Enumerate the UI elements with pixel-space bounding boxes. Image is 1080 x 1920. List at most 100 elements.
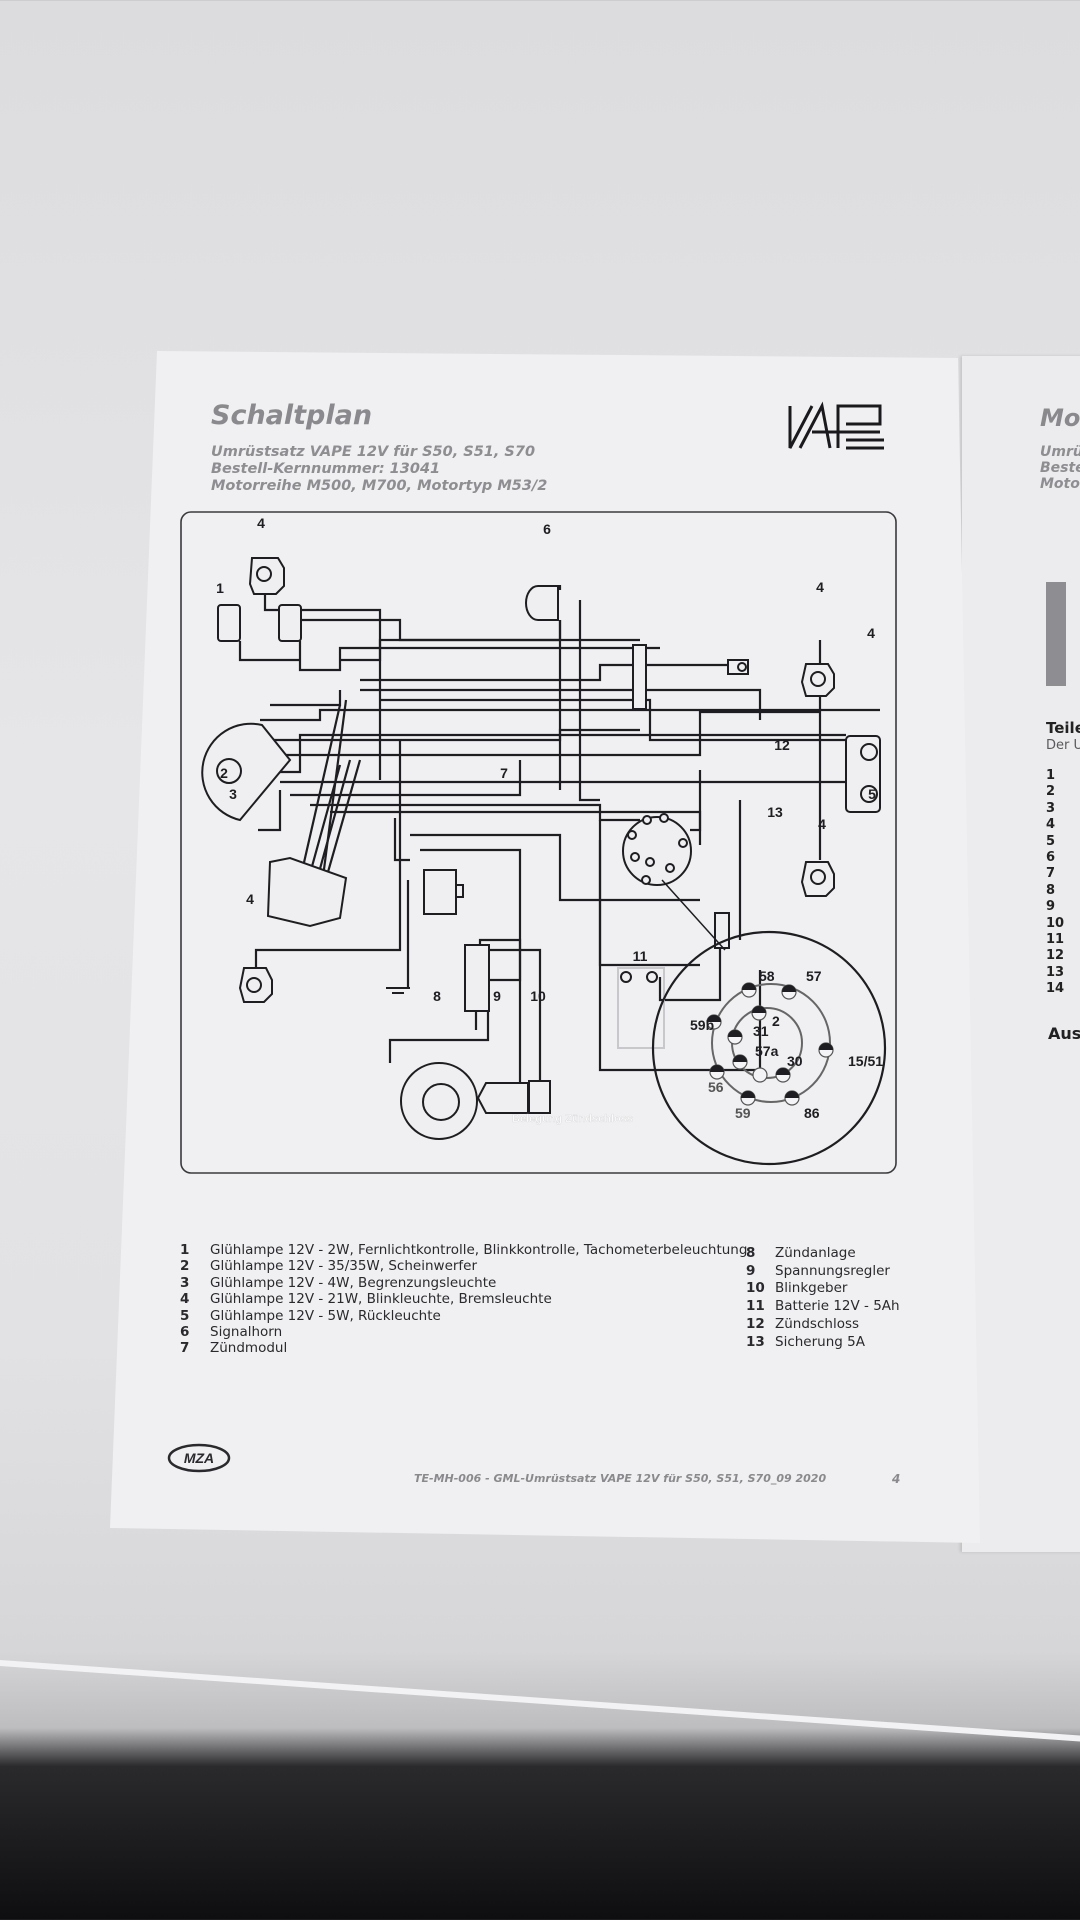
wire	[360, 663, 735, 682]
adjacent-list-number: 5	[1046, 833, 1056, 849]
wire	[298, 704, 342, 881]
component-number-label: 4	[818, 816, 826, 832]
legend-item-text: Blinkgeber	[775, 1280, 848, 1297]
stator-icon	[400, 1062, 478, 1140]
adjacent-title: Mo	[1040, 404, 1080, 432]
subtitle-engine: Motorreihe M500, M700, Motortyp M53/2	[211, 478, 548, 494]
adjacent-section2-title: Aus	[1048, 1024, 1080, 1043]
legend-item-text: Zündmodul	[210, 1340, 288, 1357]
wire-harness	[238, 585, 880, 1083]
legend-item-text: Zündschloss	[775, 1315, 860, 1332]
connector-block-top-icon	[632, 644, 647, 710]
component-number-label: 4	[867, 625, 875, 641]
terminal-pin-fill	[707, 1015, 721, 1022]
adjacent-sub-1: Umrü	[1040, 444, 1080, 460]
mza-logo: MZA	[167, 1443, 231, 1473]
indicator-lamp-front-left-icon	[248, 557, 285, 595]
adjacent-section-title: Teile	[1046, 719, 1080, 737]
terminal-pin-fill	[741, 1091, 755, 1098]
ignition-switch-icon	[622, 813, 692, 886]
legend-number: 2	[180, 1258, 190, 1275]
wire	[300, 618, 640, 642]
legend-number: 3	[180, 1274, 190, 1291]
component-number-label: 2	[220, 765, 228, 781]
wire	[690, 770, 702, 832]
terminal-label: 59	[735, 1105, 751, 1121]
component-number-label: 3	[229, 786, 237, 802]
component-number-label: 10	[530, 988, 546, 1004]
wire	[420, 848, 522, 982]
wire	[578, 600, 600, 802]
wire	[260, 708, 880, 722]
terminal-label: 59b	[690, 1017, 714, 1033]
wire	[280, 770, 852, 784]
footer-text: TE-MH-006 - GML-Umrüstsatz VAPE 12V für …	[414, 1472, 827, 1485]
diagram-frame	[180, 511, 897, 1174]
terminal-label: 86	[804, 1105, 820, 1121]
wire	[598, 840, 700, 967]
adjacent-page: Mo Umrü Beste Moto Teile Der U 123456789…	[962, 356, 1080, 1552]
legend-number: 4	[180, 1291, 190, 1308]
wire	[490, 948, 542, 1081]
fuse-icon	[714, 912, 730, 949]
terminal-pin-fill	[819, 1043, 833, 1050]
terminal-pin-fill	[776, 1068, 790, 1075]
component-number-label: 5	[868, 786, 876, 802]
adjacent-sub-2: Beste	[1040, 460, 1080, 476]
adjacent-list-number: 14	[1046, 981, 1065, 997]
component-number-label: 8	[433, 988, 441, 1004]
wire	[298, 641, 660, 672]
page-number: 4	[892, 1472, 901, 1486]
component-number-label: 4	[257, 515, 265, 531]
mza-logo-text: MZA	[184, 1450, 214, 1466]
legend-item-text: Glühlampe 12V - 4W, Begrenzungsleuchte	[210, 1274, 497, 1291]
ignition-pinout-caption: Belegung Zündschloss	[512, 1113, 633, 1125]
wire	[258, 790, 282, 832]
terminal-pin-fill	[752, 1006, 766, 1013]
indicator-lamp-rear-right-icon	[800, 861, 835, 897]
component-number-label: 1	[216, 580, 224, 596]
terminal-label: 58	[759, 968, 775, 984]
terminal-label: 30	[787, 1053, 803, 1069]
voltage-regulator-icon	[476, 1082, 529, 1114]
legend-number: 9	[746, 1262, 756, 1279]
legend-number: 10	[746, 1280, 765, 1297]
terminal-label: 56	[708, 1079, 724, 1095]
legend-item-text: Spannungsregler	[775, 1262, 890, 1279]
wire	[263, 594, 382, 780]
component-number-label: 4	[816, 579, 824, 595]
adjacent-list-number: 4	[1046, 817, 1056, 833]
adjacent-list-number: 12	[1046, 948, 1065, 964]
wire	[393, 818, 410, 862]
legend-number: 5	[180, 1307, 190, 1324]
adjacent-list-number: 6	[1046, 850, 1056, 865]
legend-item-text: Glühlampe 12V - 5W, Rückleuchte	[210, 1307, 441, 1324]
adjacent-list-number: 11	[1046, 932, 1065, 947]
wire	[410, 833, 700, 902]
wire	[340, 620, 562, 662]
terminal-label: 2	[772, 1013, 780, 1029]
adjacent-list-number: 10	[1046, 915, 1065, 931]
legend-number: 1	[180, 1242, 190, 1258]
headlight-icon	[201, 722, 292, 822]
component-number-label: 7	[500, 765, 508, 781]
legend-number: 12	[746, 1315, 765, 1332]
legend-item-text: Glühlampe 12V - 35/35W, Scheinwerfer	[210, 1258, 478, 1275]
legend-number: 8	[746, 1245, 756, 1261]
battery-icon	[617, 967, 665, 1049]
wire	[658, 948, 722, 1002]
component-number-label: 6	[543, 521, 551, 537]
wire	[318, 699, 348, 901]
adjacent-list-number: 2	[1046, 784, 1056, 800]
terminal-pin-fill	[742, 983, 756, 990]
legend-number: 13	[746, 1333, 765, 1350]
terminal-label: 57	[806, 968, 822, 984]
wire	[270, 690, 342, 707]
flasher-relay-icon	[528, 1080, 551, 1114]
terminal-label: 15/51	[848, 1053, 883, 1069]
terminal-label: 57a	[755, 1043, 779, 1059]
vape-logo	[788, 401, 884, 450]
